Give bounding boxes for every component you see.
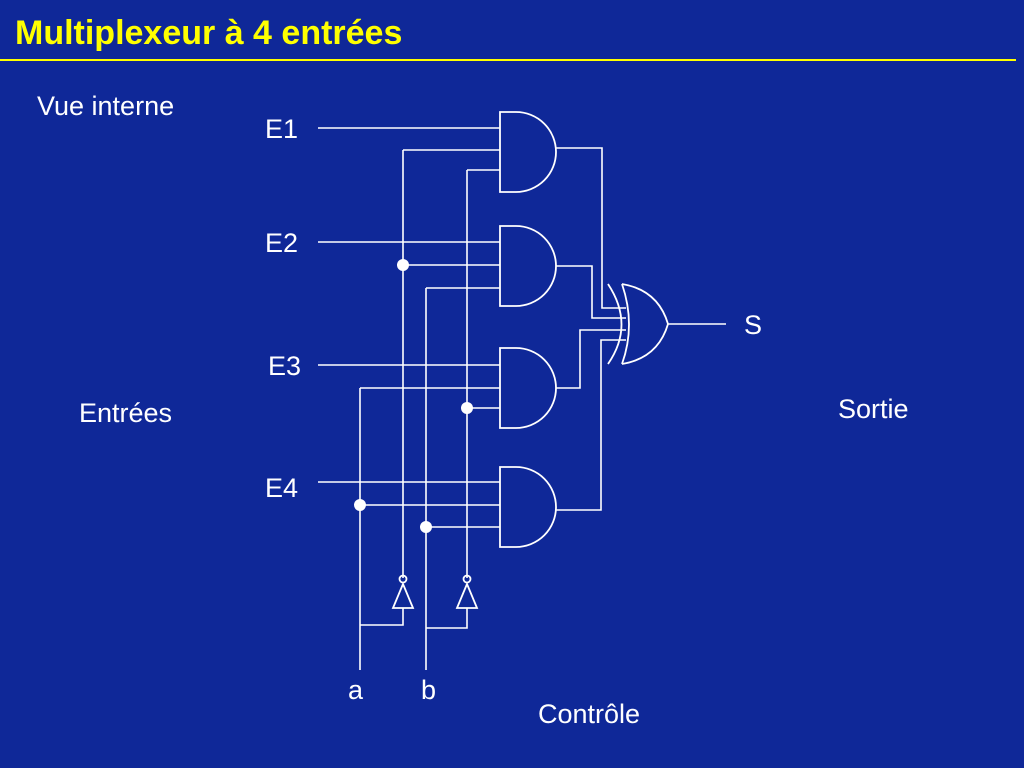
or-gate (607, 283, 669, 365)
junction-dot (420, 521, 432, 533)
output-group-label: Sortie (838, 394, 909, 424)
wire-and1-out (556, 147, 626, 309)
input-label-e3: E3 (268, 351, 302, 381)
inputs-group-label: Entrées (79, 398, 173, 428)
wire-and4-out (556, 339, 626, 511)
and-gate-2 (499, 225, 557, 307)
wire-and3-out (556, 329, 626, 389)
and-gate-1 (499, 111, 557, 193)
input-label-e1: E1 (265, 114, 299, 144)
wire-and2-out (556, 265, 626, 319)
control-group-label: Contrôle (538, 699, 641, 729)
junction-dot (354, 499, 366, 511)
control-label-b: b (421, 675, 437, 705)
input-label-e2: E2 (265, 228, 299, 258)
control-label-a: a (348, 675, 364, 705)
input-label-e4: E4 (265, 473, 299, 503)
output-label-s: S (744, 310, 763, 340)
and-gate-4 (499, 466, 557, 548)
inverter-b (455, 574, 479, 609)
and-gate-3 (499, 347, 557, 429)
junction-dot (397, 259, 409, 271)
title-underline (0, 59, 1016, 61)
slide-title: Multiplexeur à 4 entrées (15, 14, 403, 52)
inverter-a (391, 574, 415, 609)
junction-dot (461, 402, 473, 414)
view-subtitle: Vue interne (37, 91, 175, 121)
